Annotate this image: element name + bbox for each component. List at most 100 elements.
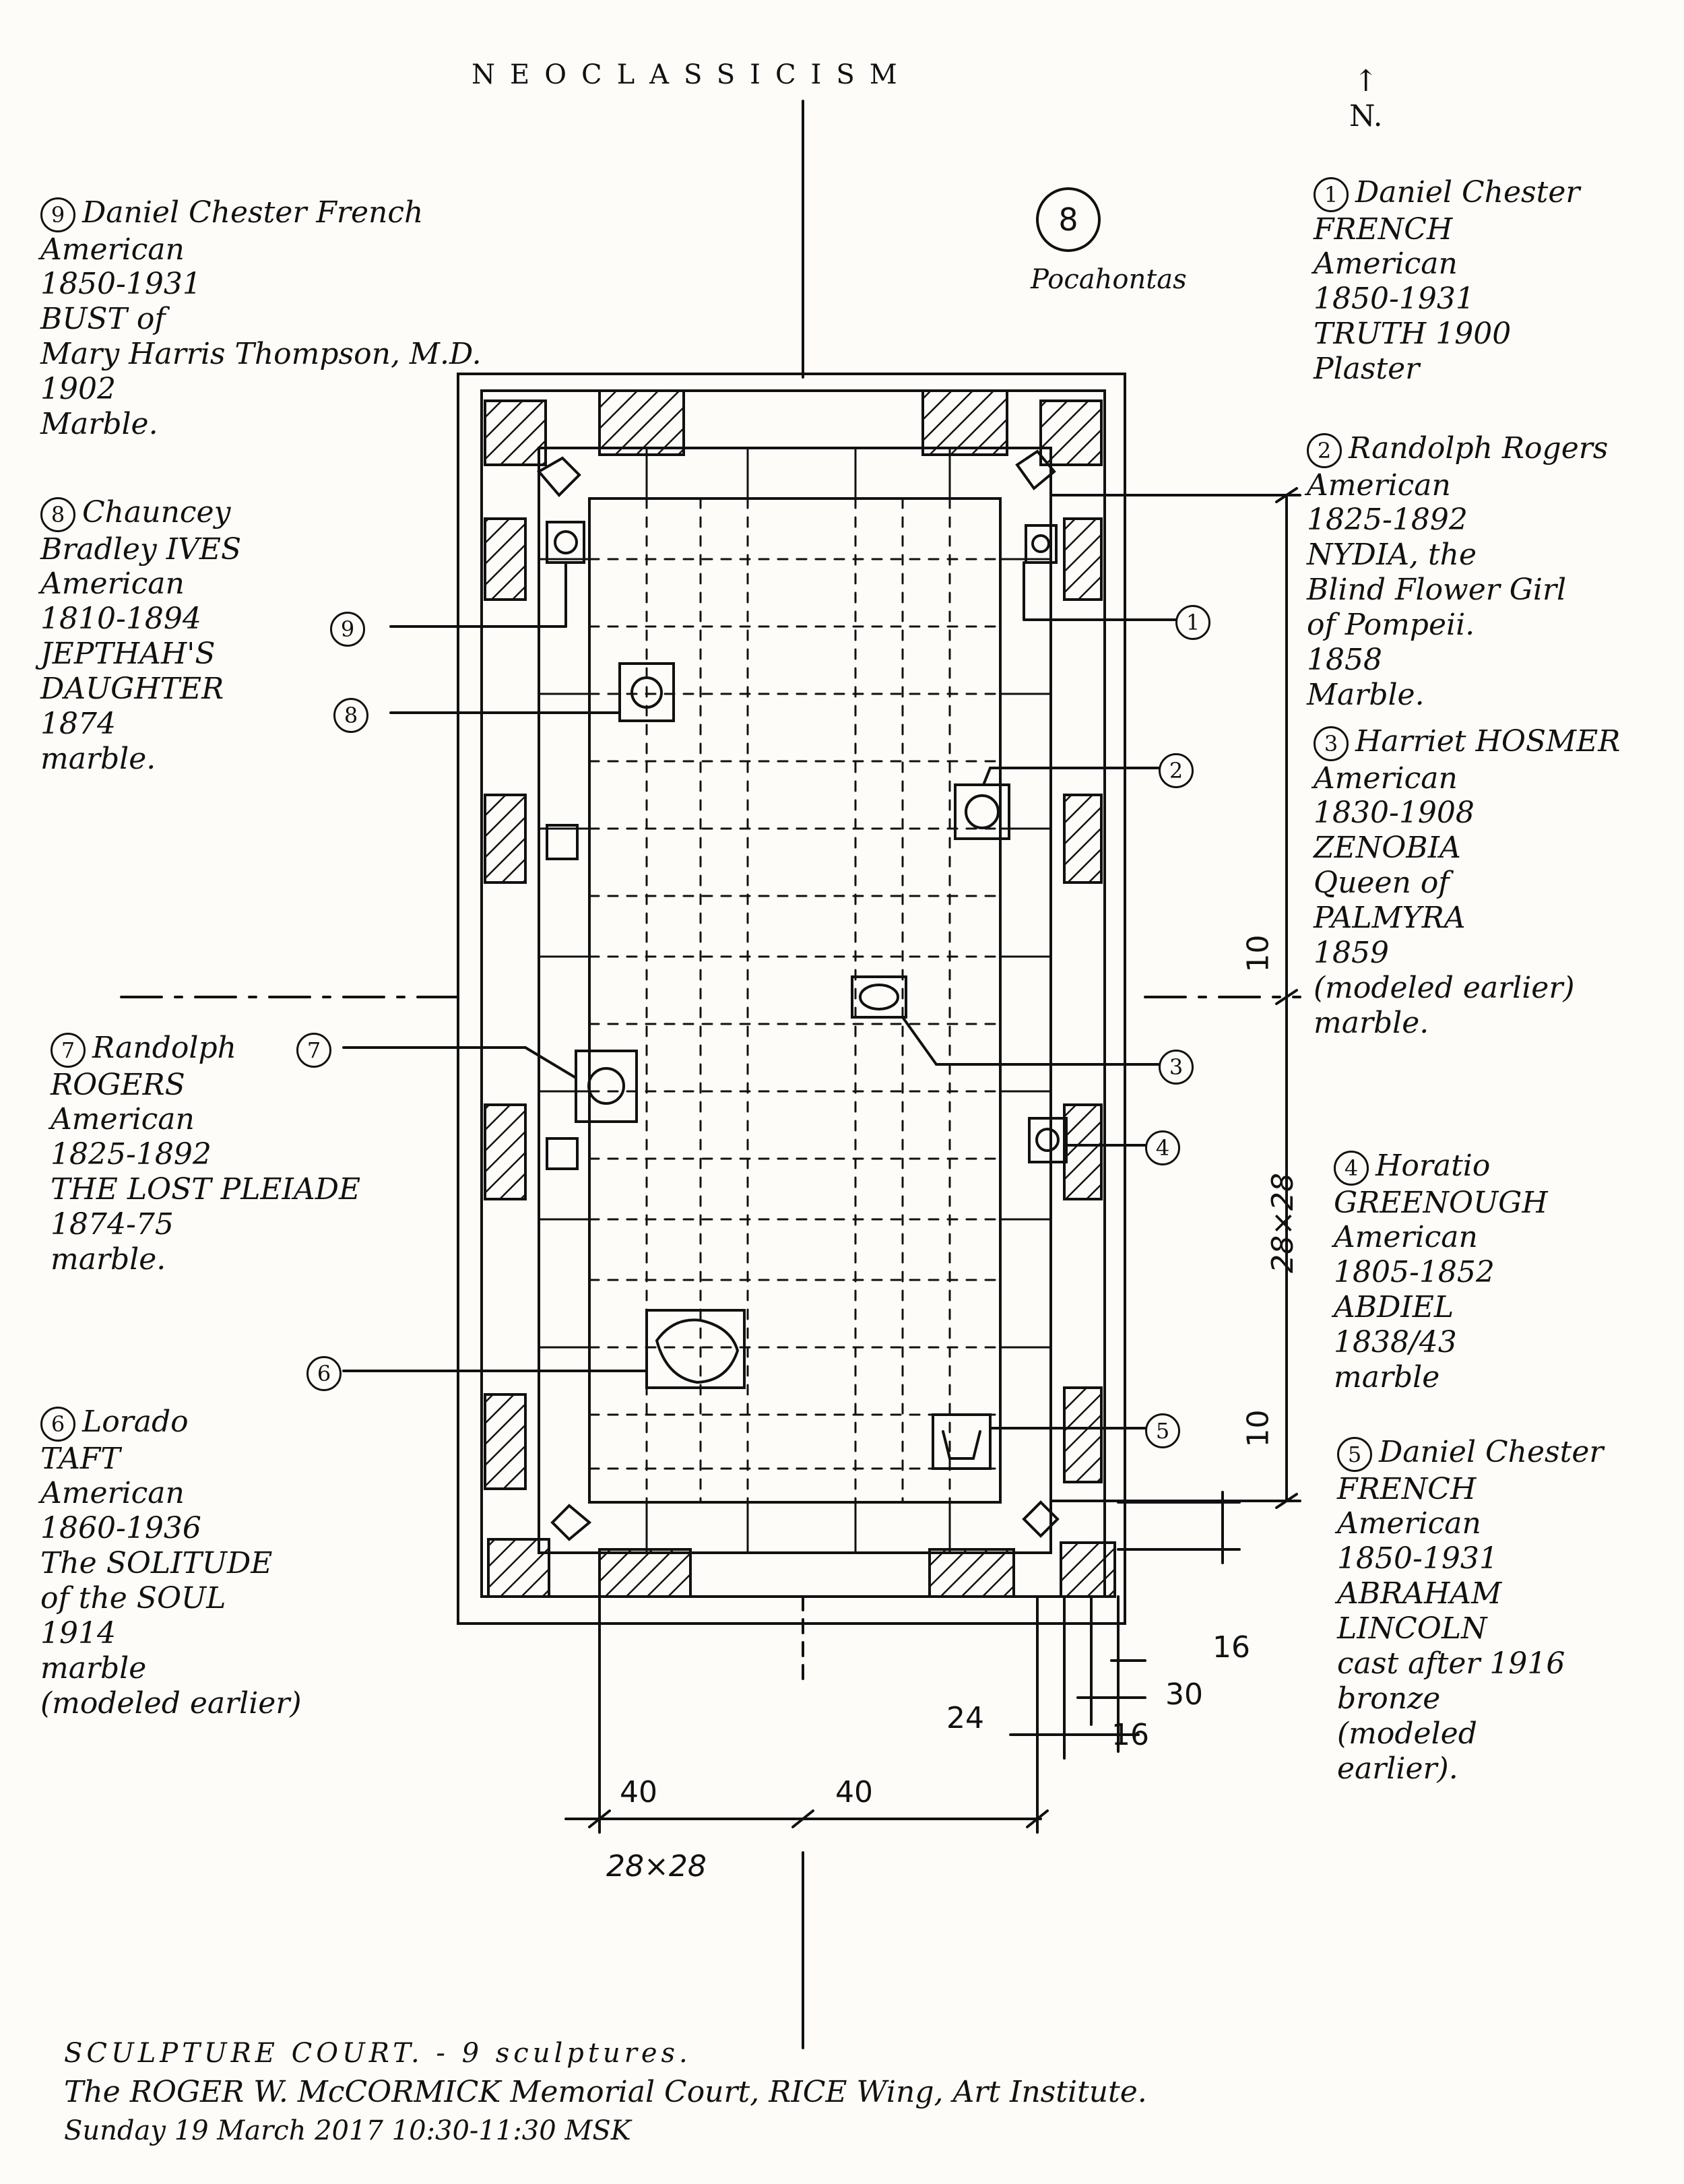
note-5-medium-3: earlier). — [1337, 1751, 1458, 1786]
note-4-work-1: ABDIEL — [1334, 1290, 1454, 1325]
note-3-work-4: 1859 — [1314, 936, 1389, 971]
plan-label-8: 8 — [333, 697, 368, 733]
note-8-origin: American — [40, 567, 185, 602]
north-label: N. — [1349, 98, 1383, 133]
note-2-origin: American — [1307, 468, 1451, 503]
note-4-origin: American — [1334, 1220, 1478, 1255]
note-2-dates: 1825-1892 — [1307, 503, 1468, 538]
note-6-dates: 1860-1936 — [40, 1511, 201, 1546]
note-6-origin: American — [40, 1476, 185, 1511]
dim-24: 24 — [946, 1701, 984, 1735]
note-1-work: TRUTH 1900 — [1314, 317, 1512, 352]
north-arrow: ↑ N. — [1349, 64, 1383, 134]
note-1-origin: American — [1314, 247, 1458, 282]
page-title: NEOCLASSICISM — [472, 59, 912, 90]
note-9-artist: Daniel Chester French — [82, 195, 424, 230]
note-8-work-2: DAUGHTER — [40, 672, 224, 707]
note-3-dates: 1830-1908 — [1314, 796, 1475, 831]
note-5-origin: American — [1337, 1506, 1481, 1541]
note-9-number: 9 — [40, 197, 75, 232]
note-9-work-1: BUST of — [40, 302, 166, 337]
plan-label-5: 5 — [1145, 1413, 1180, 1448]
note-7-work-1: THE LOST PLEIADE — [51, 1172, 361, 1207]
note-9-medium: Marble. — [40, 407, 158, 442]
plan-label-4: 4 — [1145, 1130, 1180, 1165]
plinth-1 — [1025, 524, 1058, 564]
note-3-origin: American — [1314, 761, 1458, 796]
note-7-work-2: 1874-75 — [51, 1207, 174, 1242]
note-8-number: 8 — [40, 496, 75, 532]
note-8-artist-1: Chauncey — [82, 495, 231, 529]
note-6-medium-1: marble — [40, 1650, 147, 1685]
badge-pocahontas-number: 8 — [1036, 187, 1101, 252]
note-8-artist-2: Bradley IVES — [40, 532, 242, 567]
note-7-dates: 1825-1892 — [51, 1137, 212, 1172]
note-3-work-3: PALMYRA — [1314, 901, 1466, 936]
note-9-work-2: Mary Harris Thompson, M.D. — [40, 337, 482, 372]
note-3-work-2: Queen of — [1314, 866, 1450, 901]
plinth-7 — [575, 1050, 638, 1123]
note-8-work-3: 1874 — [40, 707, 116, 742]
footer-line-3: Sunday 19 March 2017 10:30-11:30 MSK — [64, 2115, 631, 2146]
plan-label-9: 9 — [330, 611, 365, 647]
note-2-artist: Randolph Rogers — [1349, 431, 1609, 465]
note-5-number: 5 — [1337, 1436, 1372, 1472]
note-9-work-3: 1902 — [40, 372, 116, 407]
footer-line-2: The ROGER W. McCORMICK Memorial Court, R… — [64, 2075, 1147, 2109]
note-1-number: 1 — [1314, 176, 1349, 212]
plinth-6 — [645, 1309, 746, 1389]
note-4-dates: 1805-1852 — [1334, 1255, 1495, 1290]
note-6-work-3: 1914 — [40, 1616, 116, 1651]
note-2-work-2: Blind Flower Girl — [1307, 573, 1567, 608]
note-5-medium-1: bronze — [1337, 1681, 1441, 1716]
note-7-origin: American — [51, 1102, 195, 1137]
badge-pocahontas-label: Pocahontas — [1031, 264, 1187, 295]
note-3-work-5: (modeled earlier) — [1314, 970, 1575, 1005]
note-5-dates: 1850-1931 — [1337, 1541, 1498, 1576]
dim-right-grid: 28×28 — [1265, 1173, 1300, 1273]
note-8-dates: 1810-1894 — [40, 602, 201, 637]
dim-bottom-grid: 28×28 — [606, 1849, 707, 1884]
note-9-origin: American — [40, 232, 185, 267]
plan-label-7: 7 — [296, 1032, 331, 1068]
note-4-medium: marble — [1334, 1360, 1440, 1395]
dim-bottom-left: 40 — [620, 1775, 657, 1809]
plan-label-6: 6 — [306, 1355, 342, 1391]
outer-wall — [457, 373, 1126, 1625]
note-1-medium: Plaster — [1314, 352, 1420, 387]
dim-bottom-right: 40 — [835, 1775, 873, 1809]
note-2-work-1: NYDIA, the — [1307, 538, 1477, 573]
note-2-work-4: 1858 — [1307, 643, 1382, 678]
footer-line-1: SCULPTURE COURT. - 9 sculptures. — [64, 2038, 692, 2069]
plan-label-3: 3 — [1159, 1049, 1194, 1085]
note-6-medium-2: (modeled earlier) — [40, 1685, 302, 1721]
note-5-medium-2: (modeled — [1337, 1716, 1477, 1751]
north-arrow-icon: ↑ — [1353, 64, 1379, 98]
note-2-number: 2 — [1307, 432, 1342, 468]
note-6-work-2: of the SOUL — [40, 1581, 226, 1616]
note-3-work-1: ZENOBIA — [1314, 831, 1461, 866]
note-6-artist-1: Lorado — [82, 1405, 189, 1439]
note-1-artist-1: Daniel Chester — [1355, 175, 1580, 210]
inner-wall — [480, 389, 1106, 1598]
note-7-number: 7 — [51, 1032, 86, 1068]
note-6-number: 6 — [40, 1406, 75, 1442]
note-8-medium: marble. — [40, 741, 156, 776]
note-7-artist-1: Randolph — [92, 1031, 236, 1065]
dim-30: 30 — [1165, 1677, 1203, 1712]
note-5-work-3: cast after 1916 — [1337, 1646, 1565, 1681]
note-4-artist-2: GREENOUGH — [1334, 1185, 1548, 1220]
note-3-number: 3 — [1314, 726, 1349, 761]
dim-right-upper: 10 — [1241, 934, 1276, 973]
note-4-work-2: 1838/43 — [1334, 1325, 1457, 1360]
plinth-4 — [1028, 1117, 1068, 1163]
